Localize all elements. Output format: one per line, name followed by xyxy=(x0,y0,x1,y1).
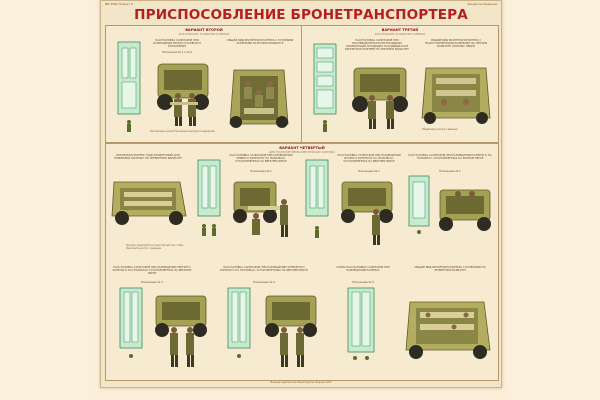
stretcher-scheme-diagram-c xyxy=(305,159,329,238)
variant-three-panel: ВАРИАНТ ТРЕТИЙ ДЛЯ ЛЕЖАЧИХ И СИДЯЧИХ РАН… xyxy=(301,25,499,143)
variant-two-note: Расстановка носилок бронетранспортера по… xyxy=(150,130,215,133)
variant-four-caption-d: РАССТАНОВКА САНИТАРОВ ПРИ РАЗМЕЩЕНИИ РАН… xyxy=(408,154,492,160)
stretcher-scheme-diagram xyxy=(117,41,141,132)
variant-three-title: ВАРИАНТ ТРЕТИЙ xyxy=(381,28,419,32)
btr-loading-fourth-illustration xyxy=(265,295,317,367)
variant-four-caption-g-position: Положение № 5 xyxy=(352,281,374,284)
poster-edition: Закрытое Издание xyxy=(467,2,497,6)
poster-code: ВВ 4560 Плакат 9 xyxy=(105,2,133,6)
variant-four-caption-b: РАССТАНОВКА САНИТАРОВ ПРИ РАЗМЕЩЕНИИ ПЕР… xyxy=(229,154,293,163)
variant-four-caption-d-position: Положение № 2 xyxy=(439,170,461,173)
variant-three-note: Общий вид носилок и раненых xyxy=(422,128,458,131)
stretcher-scheme-diagram-e xyxy=(119,287,143,358)
stretcher-scheme-diagram-d xyxy=(408,175,430,234)
btr-loading-v3-illustration xyxy=(352,67,408,129)
btr-prepared-illustration xyxy=(111,181,187,225)
variant-three-rear-caption: ОБЩИЙ ВИД БРОНЕТРАНСПОРТЕРА С ПОДГОТОВЛЕ… xyxy=(424,39,488,48)
btr-loading-upper-tier-illustration xyxy=(233,181,288,237)
btr-loading-third-illustration xyxy=(155,295,207,367)
variant-three-subtitle: ДЛЯ ЛЕЖАЧИХ И СИДЯЧИХ РАНЕНЫХ xyxy=(374,33,426,36)
btr-general-view-loaded-illustration xyxy=(405,301,491,359)
variant-four-caption-c-position: Положение № 1 xyxy=(358,170,380,173)
btr-loading-second-illustration xyxy=(341,181,393,245)
variant-two-title: ВАРИАНТ ВТОРОЙ xyxy=(185,28,223,32)
stretcher-scheme-diagram-b xyxy=(197,159,221,236)
variant-four-panel: ВАРИАНТ ЧЕТВЕРТЫЙ ДЛЯ ТРАНСПОРТИРОВАНИЯ … xyxy=(105,143,499,381)
variant-four-caption-c: РАССТАНОВКА САНИТАРОВ ПРИ РАЗМЕЩЕНИИ ВТО… xyxy=(337,154,401,163)
left-margin xyxy=(0,0,92,400)
variant-four-caption-h: ОБЩИЙ ВИД БРОНЕТРАНСПОРТЕРА С РАНЕНЫМИ П… xyxy=(414,266,486,272)
variant-two-rear-caption: ОБЩИЙ ВИД БРОНЕТРАНСПОРТЕРА С ГОТОВЫМИ Р… xyxy=(226,39,294,45)
variant-four-title: ВАРИАНТ ЧЕТВЕРТЫЙ xyxy=(279,146,325,150)
variant-four-caption-b-position: Положение № 1 xyxy=(250,170,272,173)
variant-two-scheme-position: Положение № 1 и № 2 xyxy=(161,51,193,54)
right-margin xyxy=(508,0,600,400)
variant-four-caption-f: РАССТАНОВКА САНИТАРОВ ПРИ РАЗМЕЩЕНИИ ЧЕТ… xyxy=(220,266,308,272)
variant-two-subtitle: ДЛЯ ЛЕЖАЧИХ И СИДЯЧИХ РАНЕНЫХ xyxy=(178,33,230,36)
variant-four-caption-g: СХЕМА РАССТАНОВКИ САНИТАРОВ ПРИ РАЗМЕЩЕН… xyxy=(336,266,390,272)
variant-four-caption-a: БРОНЕТРАНСПОРТЕР, ПОДГОТОВЛЕННЫЙ ДЛЯ ПЕР… xyxy=(114,154,182,160)
stretcher-scheme-diagram-f xyxy=(227,287,251,358)
variant-four-caption-f-position: Положение № 4 xyxy=(253,281,275,284)
stretcher-scheme-diagram-g xyxy=(347,287,375,360)
poster-footer: Военное издательство Министерства оборон… xyxy=(270,381,332,384)
variant-four-subtitle: ДЛЯ ТРАНСПОРТИРОВАНИЯ ЛЕЖАЧИХ РАНЕНЫХ xyxy=(269,151,335,154)
poster-sheet: ВВ 4560 Плакат 9 Закрытое Издание ПРИСПО… xyxy=(100,0,502,388)
variant-three-scheme-caption: РАССТАНОВКА САНИТАРОВ ПРИ ПОСЛЕДОВАТЕЛЬН… xyxy=(345,39,409,51)
btr-interior-v3-illustration xyxy=(421,67,491,124)
btr-rear-second-tier-illustration xyxy=(439,189,491,231)
stretcher-scheme-diagram-v3 xyxy=(313,43,337,132)
btr-interior-view-illustration xyxy=(229,69,289,128)
variant-four-caption-e: РАССТАНОВКА САНИТАРОВ ПРИ РАЗМЕЩЕНИИ ТРЕ… xyxy=(112,266,192,275)
variant-two-panel: ВАРИАНТ ВТОРОЙ ДЛЯ ЛЕЖАЧИХ И СИДЯЧИХ РАН… xyxy=(105,25,303,143)
variant-four-note: Носилки укрепляются в транспортере так, … xyxy=(126,244,184,250)
variant-two-scheme-caption: РАССТАНОВКА САНИТАРОВ ПРИ РАЗМЕЩЕНИИ ВТО… xyxy=(152,39,201,48)
variant-four-caption-e-position: Положение № 3 xyxy=(141,281,163,284)
btr-rear-loading-illustration xyxy=(157,63,209,126)
